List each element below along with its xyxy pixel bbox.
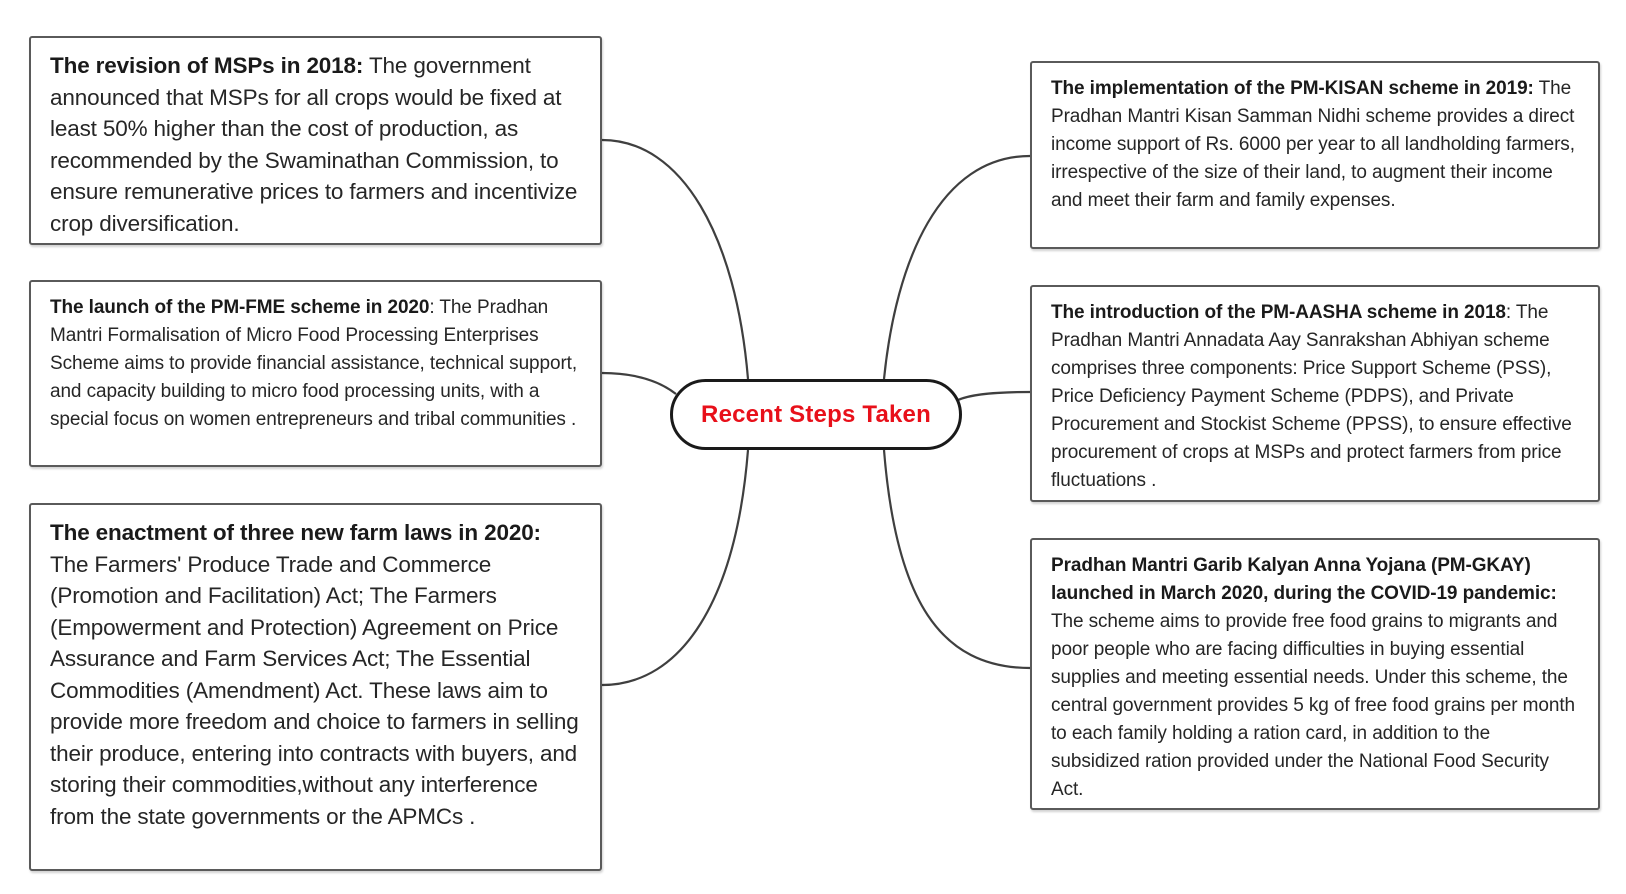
node-pm-fme: The launch of the PM-FME scheme in 2020:… bbox=[29, 280, 602, 467]
node-heading: The launch of the PM-FME scheme in 2020 bbox=[50, 297, 430, 318]
node-text: The implementation of the PM-KISAN schem… bbox=[1051, 75, 1580, 215]
node-text: The enactment of three new farm laws in … bbox=[50, 517, 582, 832]
central-topic-label: Recent Steps Taken bbox=[701, 400, 931, 428]
node-body: The Farmers' Produce Trade and Commerce … bbox=[50, 551, 579, 829]
connector-right-top bbox=[882, 154, 1031, 380]
node-heading: The enactment of three new farm laws in … bbox=[50, 520, 541, 545]
node-heading: The introduction of the PM-AASHA scheme … bbox=[1051, 302, 1506, 323]
node-heading: The revision of MSPs in 2018: bbox=[50, 53, 364, 78]
node-pm-kisan: The implementation of the PM-KISAN schem… bbox=[1030, 61, 1600, 249]
node-body: : The Pradhan Mantri Annadata Aay Sanrak… bbox=[1051, 302, 1572, 491]
connector-right-bottom bbox=[882, 449, 1031, 670]
connector-left-top bbox=[601, 138, 750, 380]
central-topic: Recent Steps Taken bbox=[670, 379, 962, 450]
connector-right-middle bbox=[957, 390, 1031, 402]
node-text: The launch of the PM-FME scheme in 2020:… bbox=[50, 294, 582, 434]
connector-left-middle bbox=[601, 371, 677, 395]
node-body: The government announced that MSPs for a… bbox=[50, 53, 578, 236]
node-heading: Pradhan Mantri Garib Kalyan Anna Yojana … bbox=[1051, 555, 1557, 604]
node-text: The revision of MSPs in 2018: The govern… bbox=[50, 50, 582, 239]
node-text: Pradhan Mantri Garib Kalyan Anna Yojana … bbox=[1051, 552, 1580, 804]
node-text: The introduction of the PM-AASHA scheme … bbox=[1051, 299, 1580, 495]
node-body: The scheme aims to provide free food gra… bbox=[1051, 611, 1575, 800]
node-pm-gkay: Pradhan Mantri Garib Kalyan Anna Yojana … bbox=[1030, 538, 1600, 810]
node-msp-revision: The revision of MSPs in 2018: The govern… bbox=[29, 36, 602, 245]
node-pm-aasha: The introduction of the PM-AASHA scheme … bbox=[1030, 285, 1600, 502]
connector-left-bottom bbox=[601, 449, 750, 687]
node-heading: The implementation of the PM-KISAN schem… bbox=[1051, 78, 1534, 99]
node-farm-laws: The enactment of three new farm laws in … bbox=[29, 503, 602, 871]
node-body: The Pradhan Mantri Kisan Samman Nidhi sc… bbox=[1051, 78, 1575, 211]
node-body: : The Pradhan Mantri Formalisation of Mi… bbox=[50, 297, 578, 430]
